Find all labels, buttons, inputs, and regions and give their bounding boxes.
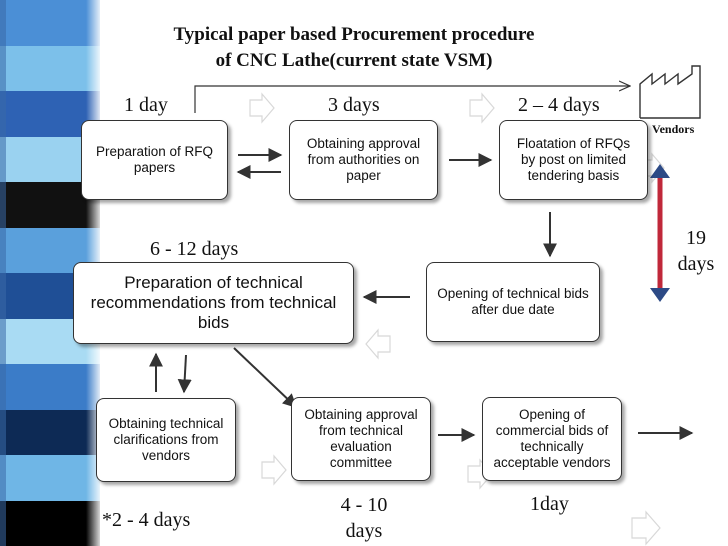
box-tech-clarifications: Obtaining technical clarifications from … — [96, 398, 236, 482]
ghost-arrow-4 — [261, 454, 287, 486]
ghost-arrow-5 — [467, 458, 493, 490]
ghost-arrow-6 — [631, 510, 661, 546]
duration-tech-committee: 4 - 10 days — [340, 494, 388, 542]
duration-double-arrow — [650, 164, 670, 302]
box-floatation: Floatation of RFQs by post on limited te… — [499, 120, 648, 200]
title-line-1: Typical paper based Procurement procedur… — [173, 24, 535, 45]
page-title: Typical paper based Procurement procedur… — [100, 22, 608, 74]
box-tech-recommendations-text: Preparation of technical recommendations… — [90, 273, 337, 332]
stripe-band — [0, 500, 100, 546]
box-floatation-text: Floatation of RFQs by post on limited te… — [516, 136, 631, 183]
box-approval-authorities-text: Obtaining approval from authorities on p… — [306, 136, 421, 183]
box-tech-committee-text: Obtaining approval from technical evalua… — [304, 407, 418, 470]
ghost-arrow-2 — [469, 92, 495, 124]
ghost-arrow-3 — [365, 328, 391, 360]
vendors-label: Vendors — [652, 122, 695, 136]
stripe-band — [0, 455, 100, 502]
duration-commercial-bids: 1day — [530, 493, 569, 515]
duration-prep-rfq: 1 day — [124, 94, 168, 116]
duration-total: 19 days — [677, 227, 715, 275]
vendor-feed-line — [194, 86, 630, 113]
stripe-edge — [0, 0, 6, 546]
stripe-band — [0, 45, 100, 92]
ghost-arrow-1 — [249, 92, 275, 124]
title-line-2: of CNC Lathe(current state VSM) — [215, 50, 493, 71]
box-tech-recommendations: Preparation of technical recommendations… — [73, 262, 354, 344]
stripe-band — [0, 0, 100, 47]
box-tech-committee: Obtaining approval from technical evalua… — [291, 397, 431, 481]
box-commercial-bids: Opening of commercial bids of technicall… — [482, 397, 622, 481]
box-approval-authorities: Obtaining approval from authorities on p… — [289, 120, 438, 200]
duration-tech-recommendations: 6 - 12 days — [150, 238, 239, 260]
box-prep-rfq: Preparation of RFQ papers — [81, 120, 228, 200]
factory-icon — [639, 65, 701, 119]
duration-tech-clarifications: *2 - 4 days — [102, 509, 191, 531]
box-opening-technical: Opening of technical bids after due date — [426, 262, 600, 342]
box-opening-technical-text: Opening of technical bids after due date — [437, 286, 589, 317]
flow-arrows — [149, 148, 694, 442]
duration-floatation: 2 – 4 days — [518, 94, 600, 116]
arrow-recommendation-to-committee — [233, 347, 298, 408]
box-tech-clarifications-text: Obtaining technical clarifications from … — [108, 416, 224, 463]
duration-approval-authorities: 3 days — [328, 94, 380, 116]
arrow-recommendation-down — [177, 354, 192, 394]
stripe-band — [0, 409, 100, 456]
stripe-band — [0, 364, 100, 411]
box-commercial-bids-text: Opening of commercial bids of technicall… — [493, 407, 611, 470]
box-prep-rfq-text: Preparation of RFQ papers — [95, 144, 214, 175]
